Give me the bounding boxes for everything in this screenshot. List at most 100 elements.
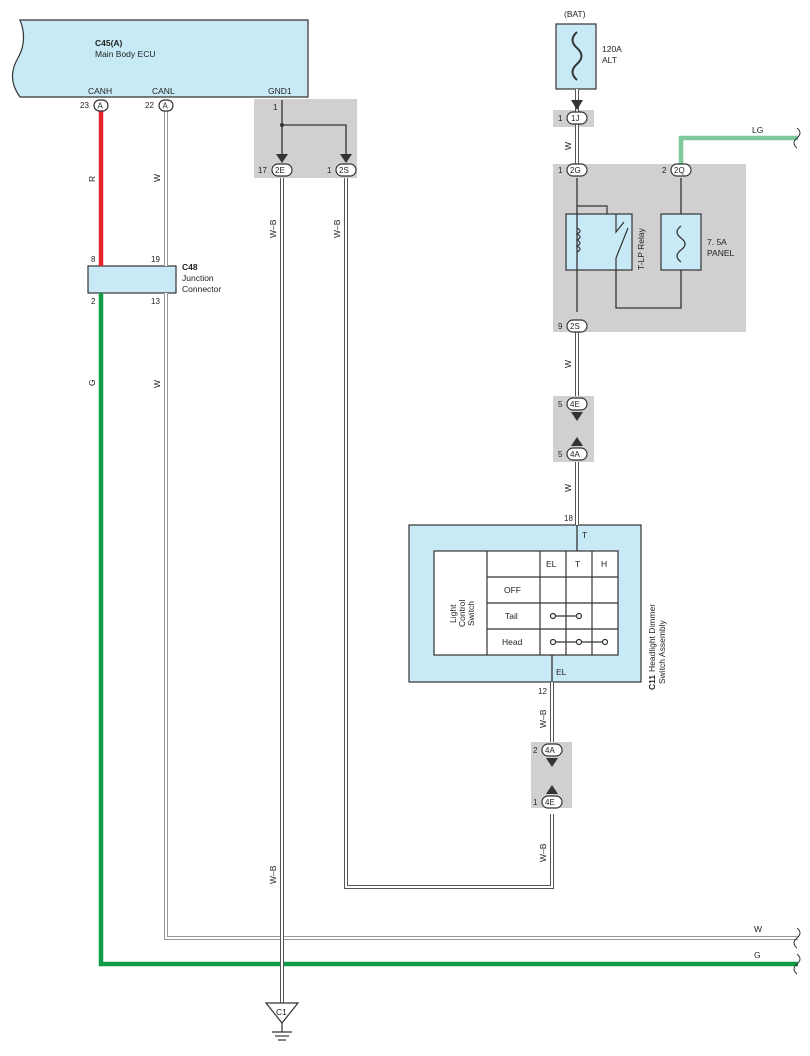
relay-conn-2s: 2S bbox=[570, 322, 580, 331]
ecu-name: Main Body ECU bbox=[95, 49, 155, 59]
switch-side-label-2: Control bbox=[457, 599, 467, 627]
gnd-bus bbox=[281, 100, 347, 160]
wire-label-wb-right-top: W–B bbox=[332, 219, 342, 238]
switch-col-t: T bbox=[575, 559, 580, 569]
ecu-pin-canh: 23 bbox=[80, 101, 89, 110]
ecu-pin-gnd: 1 bbox=[273, 103, 278, 112]
relay-switch-icon bbox=[615, 227, 629, 259]
switch-table bbox=[433, 550, 619, 656]
ecu-gnd1-label: GND1 bbox=[268, 86, 292, 96]
conn-2s-left bbox=[335, 163, 357, 177]
switch-term-top: T bbox=[582, 530, 587, 540]
wire-label-r: R bbox=[87, 176, 97, 182]
wire-label-w-canl-top: W bbox=[152, 174, 162, 182]
conn-4e-bot-pin: 1 bbox=[533, 798, 538, 807]
alt-fuse-line2: ALT bbox=[602, 55, 617, 65]
conn-2q bbox=[670, 163, 692, 177]
ecu-canh-label: CANH bbox=[88, 86, 112, 96]
wire-label-wb-el-bot: W–B bbox=[538, 843, 548, 862]
conn-2g bbox=[566, 163, 588, 177]
relay-pin-2g: 1 bbox=[558, 166, 563, 175]
conn-4e-bot bbox=[541, 795, 563, 809]
junction-pin-bl: 2 bbox=[91, 297, 96, 306]
relay-conn-2q: 2Q bbox=[674, 166, 685, 175]
switch-contact-marks bbox=[549, 612, 609, 646]
main-body-ecu-box bbox=[11, 19, 309, 98]
battery-label: (BAT) bbox=[564, 9, 586, 19]
wire-label-g-right: G bbox=[754, 950, 761, 960]
junction-connector-box bbox=[87, 265, 177, 294]
relay-coil-icon bbox=[575, 227, 581, 253]
switch-col-el: EL bbox=[546, 559, 557, 569]
alt-fuse-line1: 120A bbox=[602, 44, 622, 54]
panel-fuse-line2: PANEL bbox=[707, 248, 735, 258]
switch-name-line2: Switch Assembly bbox=[657, 619, 667, 684]
junction-pin-tr: 19 bbox=[151, 255, 160, 264]
wire-label-w-switch: W bbox=[563, 484, 573, 492]
conn-4a-top bbox=[566, 447, 588, 461]
switch-col-h: H bbox=[601, 559, 607, 569]
conn-4e-top-pin: 5 bbox=[558, 400, 563, 409]
switch-pin-top: 18 bbox=[564, 514, 573, 523]
relay-label: T-LP Relay bbox=[636, 227, 646, 270]
conn-4e-top bbox=[566, 397, 588, 411]
wire-label-wb-left-top: W–B bbox=[268, 219, 278, 238]
conn-ecu-canh bbox=[93, 99, 109, 112]
ground-conn-left: 2E bbox=[275, 166, 285, 175]
ecu-conn-letter-canh: A bbox=[98, 102, 104, 111]
switch-row-off: OFF bbox=[504, 585, 521, 595]
conn-1j bbox=[566, 111, 588, 125]
conn-ecu-canl bbox=[158, 99, 174, 112]
junction-pin-tl: 8 bbox=[91, 255, 96, 264]
relay-conn-2g: 2G bbox=[570, 166, 581, 175]
conn-2s-relay bbox=[566, 319, 588, 333]
junction-line2: Connector bbox=[182, 284, 221, 294]
panel-fuse bbox=[660, 213, 702, 271]
conn-4a-bot-pin: 2 bbox=[533, 746, 538, 755]
switch-pin-bottom: 12 bbox=[538, 687, 547, 696]
ground-name: C1 bbox=[276, 1007, 287, 1017]
relay-pin-2q: 2 bbox=[662, 166, 667, 175]
ecu-code: C45(A) bbox=[95, 38, 123, 48]
wire-break-marks bbox=[793, 127, 801, 975]
switch-side-label-1: Light bbox=[448, 604, 458, 623]
conn-4a-bot bbox=[541, 743, 563, 757]
switch-row-head: Head bbox=[502, 637, 523, 647]
conn-4e-bot-name: 4E bbox=[545, 798, 555, 807]
switch-name-line1: Headlight Dimmer bbox=[647, 604, 657, 672]
conn-4a-top-name: 4A bbox=[570, 450, 580, 459]
switch-row-tail: Tail bbox=[505, 611, 518, 621]
ground-symbol-icon bbox=[264, 1002, 300, 1041]
connector-arrows bbox=[276, 100, 583, 794]
conn-1j-name: 1J bbox=[571, 114, 579, 123]
wire-lg bbox=[678, 135, 798, 164]
junction-pin-br: 13 bbox=[151, 297, 160, 306]
wire-green-g bbox=[98, 293, 798, 967]
switch-term-bottom: EL bbox=[556, 667, 567, 677]
switch-code: C11 bbox=[647, 675, 657, 690]
wire-label-w-relay: W bbox=[563, 360, 573, 368]
ground-pin-right: 1 bbox=[327, 166, 332, 175]
conn-2e bbox=[271, 163, 293, 177]
ecu-canl-label: CANL bbox=[152, 86, 175, 96]
relay-pin-2s: 9 bbox=[558, 322, 563, 331]
alt-fuse-icon bbox=[571, 31, 583, 81]
switch-side-label-3: Switch bbox=[466, 601, 476, 626]
wire-label-w-canl-mid: W bbox=[152, 380, 162, 388]
panel-fuse-line1: 7. 5A bbox=[707, 237, 727, 247]
wire-label-lg: LG bbox=[752, 125, 763, 135]
ground-conn-right: 2S bbox=[339, 166, 349, 175]
wire-label-wb-el: W–B bbox=[538, 709, 548, 728]
wire-label-g: G bbox=[87, 379, 97, 386]
conn-4a-bot-name: 4A bbox=[545, 746, 555, 755]
wire-label-w-right: W bbox=[754, 924, 762, 934]
conn-4a-top-pin: 5 bbox=[558, 450, 563, 459]
ground-pin-left: 17 bbox=[258, 166, 267, 175]
ecu-conn-letter-canl: A bbox=[163, 102, 169, 111]
ecu-pin-canl: 22 bbox=[145, 101, 154, 110]
wire-label-wb-left-bot: W–B bbox=[268, 865, 278, 884]
panel-fuse-icon bbox=[676, 225, 686, 263]
junction-line1: Junction bbox=[182, 273, 214, 283]
conn-4e-top-name: 4E bbox=[570, 400, 580, 409]
wire-label-w-bat: W bbox=[563, 142, 573, 150]
